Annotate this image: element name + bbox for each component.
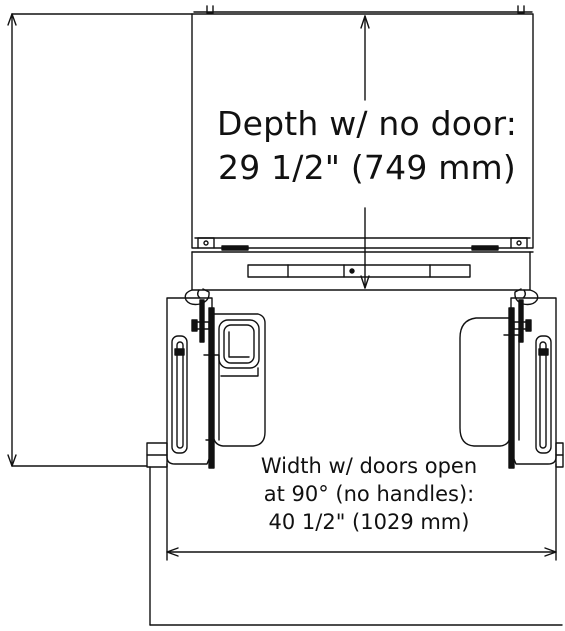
width-dimension	[166, 463, 557, 561]
depth-label-line-1: Depth w/ no door:	[216, 104, 518, 143]
depth-label-line-2: 29 1/2" (749 mm)	[218, 148, 516, 187]
left-door	[146, 288, 266, 469]
width-label-line-2: at 90° (no handles):	[263, 482, 475, 506]
overall-depth-dimension	[7, 13, 193, 467]
right-door	[459, 288, 564, 469]
cabinet-body	[191, 5, 534, 253]
depth-no-door-dimension	[360, 15, 370, 289]
width-label-line-1: Width w/ doors open	[260, 454, 478, 478]
depth-no-door-label: Depth w/ no door: 29 1/2" (749 mm)	[212, 102, 522, 190]
width-doors-open-label: Width w/ doors open at 90° (no handles):…	[240, 452, 498, 536]
width-label-line-3: 40 1/2" (1029 mm)	[268, 510, 470, 534]
overall-bottom-extension	[149, 466, 563, 626]
front-base	[191, 251, 531, 291]
